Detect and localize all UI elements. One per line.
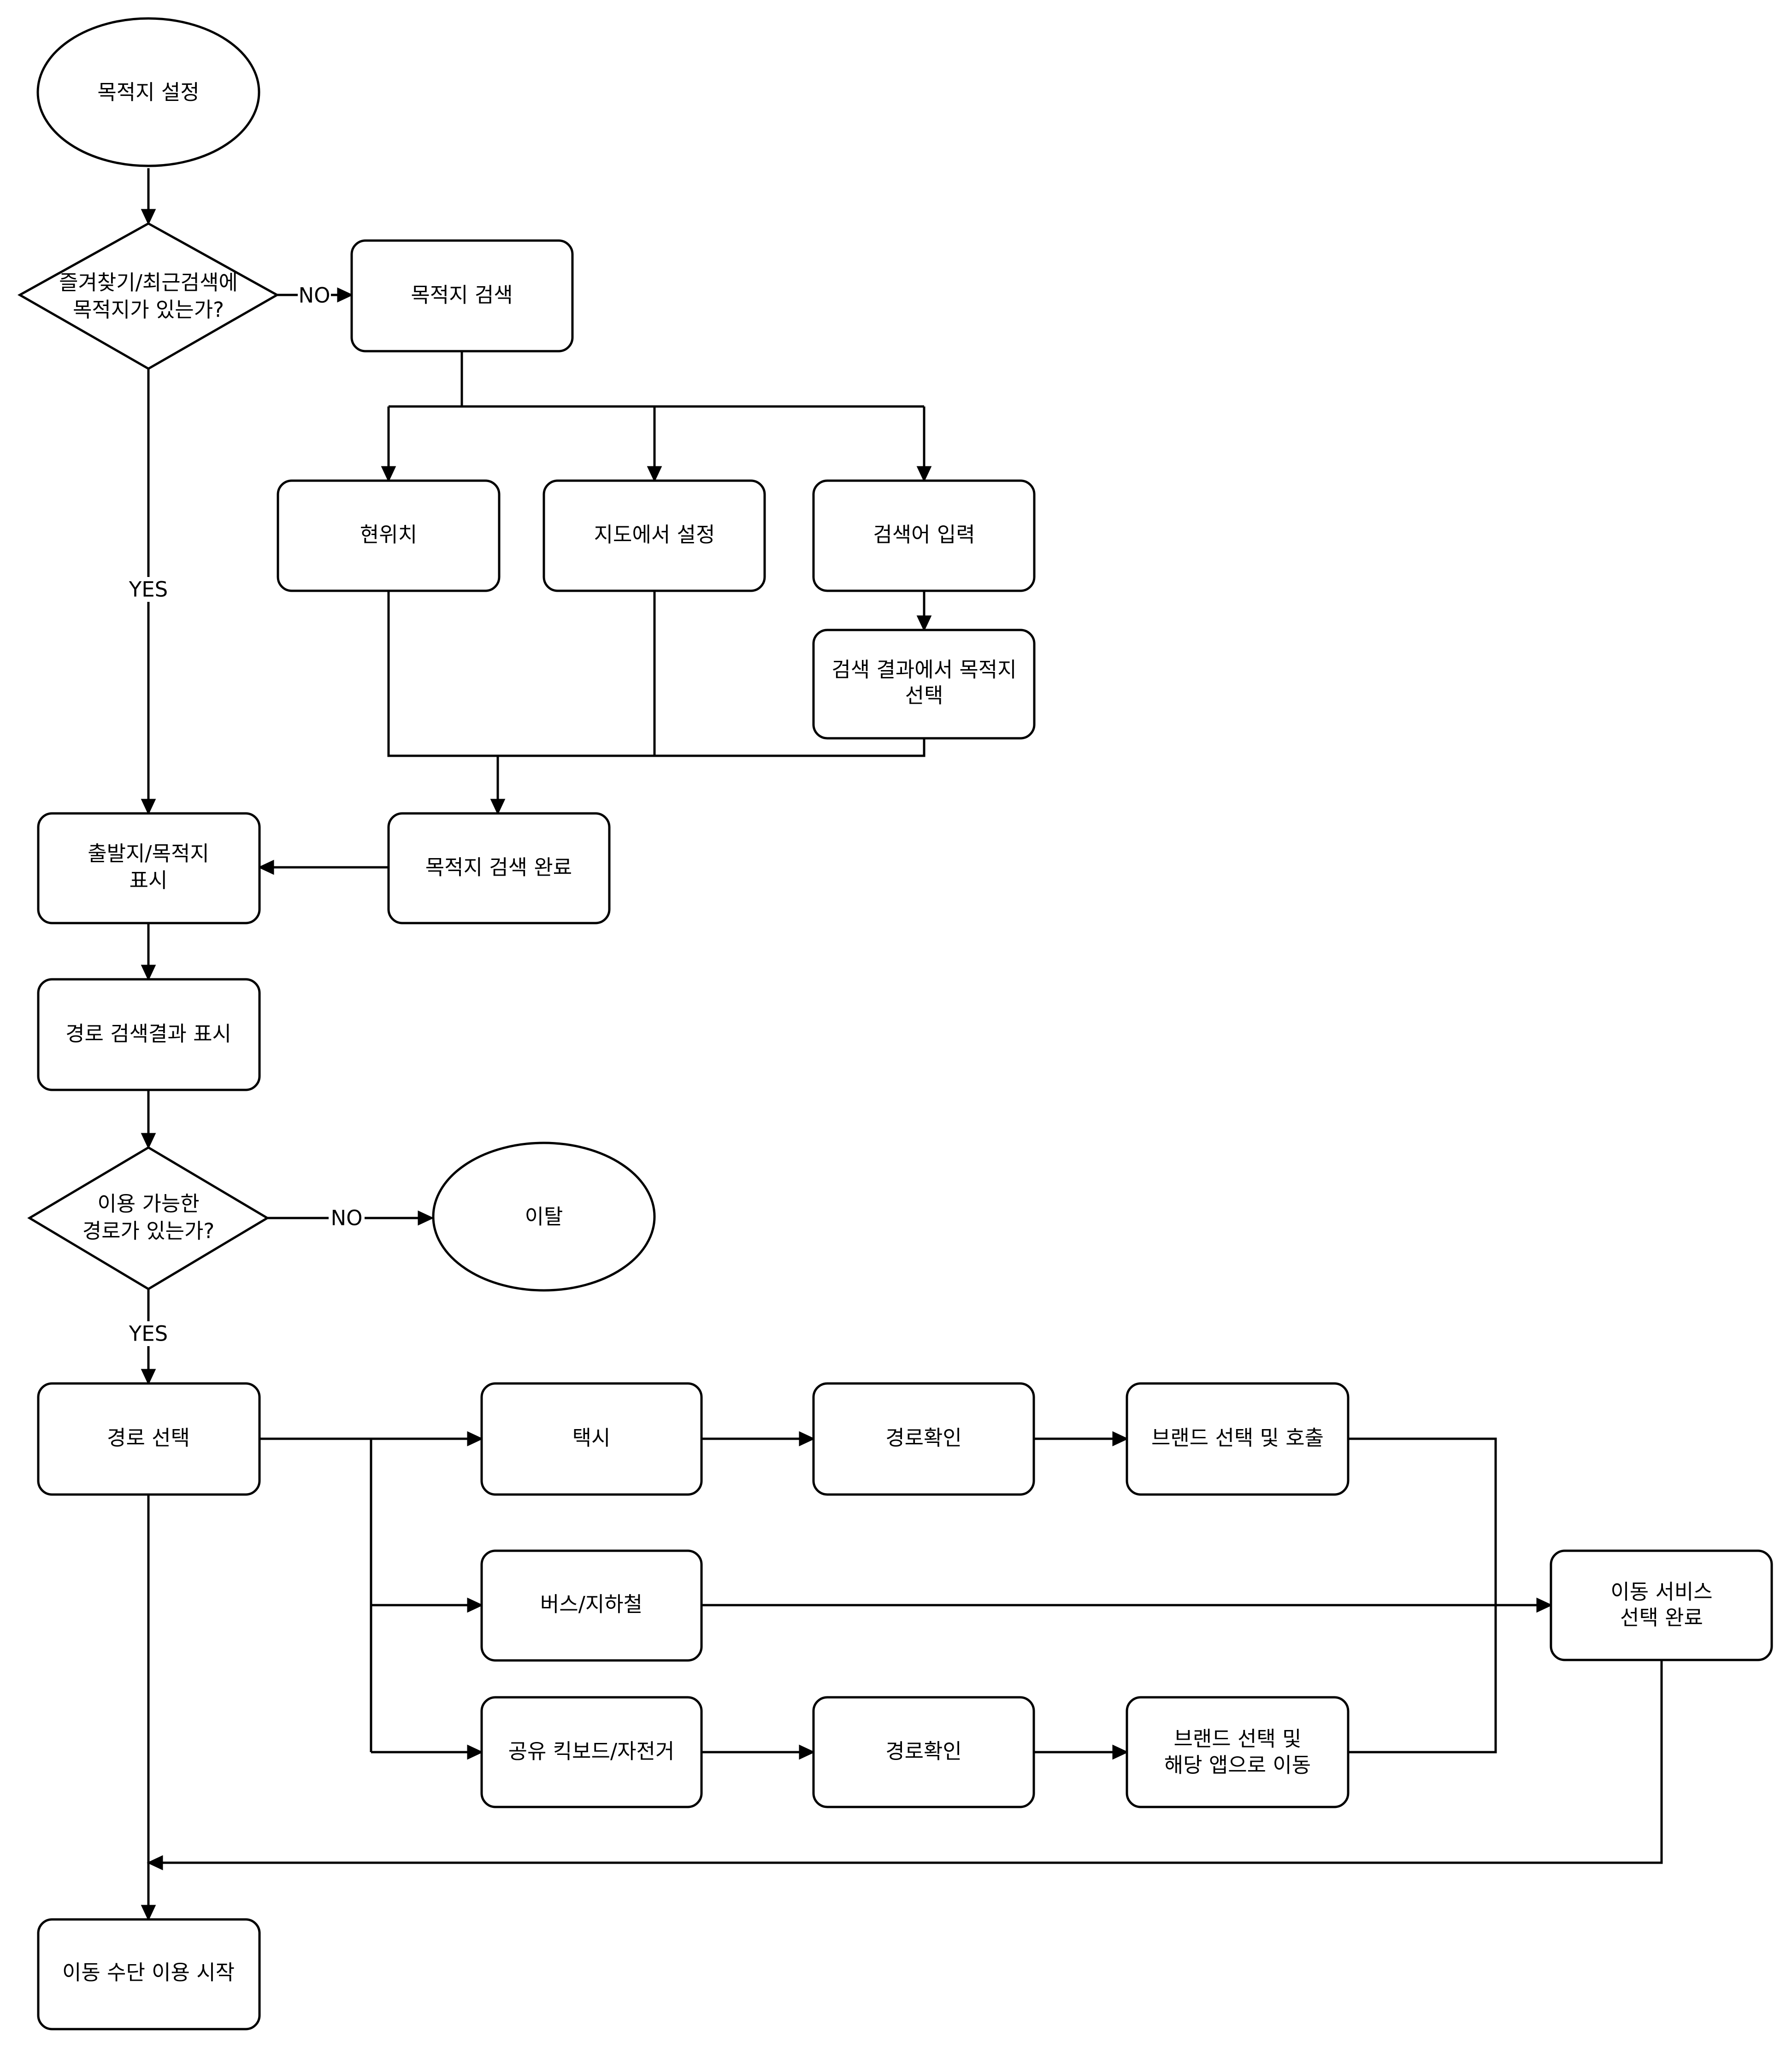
arrowhead [467, 1431, 483, 1447]
edge-brand-call-merge [1348, 1437, 1497, 1754]
node-label: 경로 검색결과 표시 [65, 1022, 231, 1046]
edges [141, 168, 1663, 1921]
arrowhead [647, 466, 662, 483]
node-label: 선택 완료 [1620, 1606, 1703, 1630]
process-bus-subway: 버스/지하철 [480, 1549, 703, 1662]
decision-favorites-recent: 즐겨찾기/최근검색에 목적지가 있는가? [17, 222, 280, 370]
node-label: 공유 킥보드/자전거 [508, 1739, 675, 1764]
node-label: 즐겨찾기/최근검색에 [59, 271, 238, 295]
node-label: 검색 결과에서 목적지 [831, 658, 1016, 682]
arrowhead [141, 1133, 156, 1149]
arrowhead [141, 1905, 156, 1921]
node-label: 이동 수단 이용 시작 [62, 1960, 235, 1985]
arrowhead [1112, 1744, 1129, 1760]
node-label: 검색어 입력 [873, 523, 975, 547]
node-label: 이용 가능한 [97, 1192, 199, 1216]
node-label: 목적지 설정 [97, 80, 199, 105]
edge-label-yes: YES [129, 1322, 168, 1346]
node-label: 지도에서 설정 [594, 523, 715, 547]
arrowhead [467, 1597, 483, 1613]
arrowhead [799, 1431, 815, 1447]
process-brand-select-call: 브랜드 선택 및 호출 [1126, 1382, 1350, 1496]
process-search-destination: 목적지 검색 [350, 239, 574, 353]
process-set-on-map: 지도에서 설정 [542, 479, 766, 592]
process-check-route-taxi: 경로확인 [812, 1382, 1035, 1496]
edge-current-location-merge [387, 591, 498, 757]
node-label: 경로확인 [885, 1426, 962, 1450]
edge-done-return [162, 1660, 1663, 1864]
arrowhead [916, 615, 932, 632]
process-show-route-results: 경로 검색결과 표시 [37, 978, 261, 1091]
edge-label-no: NO [298, 283, 330, 308]
process-select-from-results: 검색 결과에서 목적지 선택 [812, 629, 1036, 740]
edge-label-yes: YES [129, 577, 168, 602]
process-enter-keyword: 검색어 입력 [812, 479, 1036, 592]
process-select-route: 경로 선택 [37, 1382, 261, 1496]
node-label: 택시 [572, 1426, 611, 1450]
edge-map-merge [498, 591, 656, 757]
arrowhead [799, 1744, 815, 1760]
process-show-origin-destination: 출발지/목적지 표시 [37, 812, 261, 924]
process-search-complete: 목적지 검색 완료 [387, 812, 611, 924]
end-node-exit: 이탈 [432, 1142, 656, 1292]
node-label: 현위치 [360, 523, 417, 547]
node-label: 출발지/목적지 [88, 842, 209, 866]
process-shared-kickboard-bike: 공유 킥보드/자전거 [480, 1696, 703, 1808]
node-label: 선택 [905, 683, 943, 708]
decision-route-available: 이용 가능한 경로가 있는가? [27, 1146, 270, 1290]
node-label: 이탈 [525, 1205, 563, 1229]
process-brand-select-app: 브랜드 선택 및 해당 앱으로 이동 [1126, 1696, 1350, 1808]
nodes: 목적지 설정 즐겨찾기/최근검색에 목적지가 있는가? 목적지 검색 현위치 지… [17, 17, 1773, 2030]
process-taxi: 택시 [480, 1382, 703, 1496]
arrowhead [337, 287, 354, 303]
node-label: 이동 서비스 [1610, 1580, 1712, 1604]
node-label: 목적지 검색 완료 [425, 855, 572, 880]
node-label: 목적지가 있는가? [73, 298, 224, 322]
node-label: 브랜드 선택 및 호출 [1151, 1426, 1324, 1450]
edge-labels: NO YES NO YES [123, 283, 365, 1346]
arrowhead [258, 859, 274, 875]
edge-results-merge [654, 738, 925, 757]
process-start-transport: 이동 수단 이용 시작 [37, 1918, 261, 2030]
arrowhead [147, 1855, 163, 1871]
arrowhead [490, 799, 506, 815]
node-label: 경로 선택 [107, 1426, 190, 1450]
arrowhead [141, 209, 156, 225]
arrowhead [418, 1210, 434, 1226]
node-label: 표시 [130, 868, 168, 893]
node-label: 경로확인 [885, 1739, 962, 1764]
arrowhead [141, 1369, 156, 1385]
process-mobility-service-done: 이동 서비스 선택 완료 [1550, 1549, 1773, 1661]
node-label: 버스/지하철 [540, 1592, 643, 1617]
node-label: 목적지 검색 [411, 283, 513, 307]
arrowhead [141, 965, 156, 981]
arrowhead [1112, 1431, 1129, 1447]
start-node: 목적지 설정 [36, 17, 260, 167]
arrowhead [1536, 1597, 1553, 1613]
arrowhead [916, 466, 932, 483]
process-check-route-kickboard: 경로확인 [812, 1696, 1035, 1808]
arrowhead [381, 466, 396, 483]
node-label: 브랜드 선택 및 [1173, 1727, 1301, 1751]
process-current-location: 현위치 [277, 479, 501, 592]
node-label: 해당 앱으로 이동 [1164, 1753, 1311, 1777]
arrowhead [467, 1744, 483, 1760]
node-label: 경로가 있는가? [83, 1219, 215, 1243]
edge-label-no: NO [330, 1206, 362, 1230]
arrowhead [141, 799, 156, 815]
